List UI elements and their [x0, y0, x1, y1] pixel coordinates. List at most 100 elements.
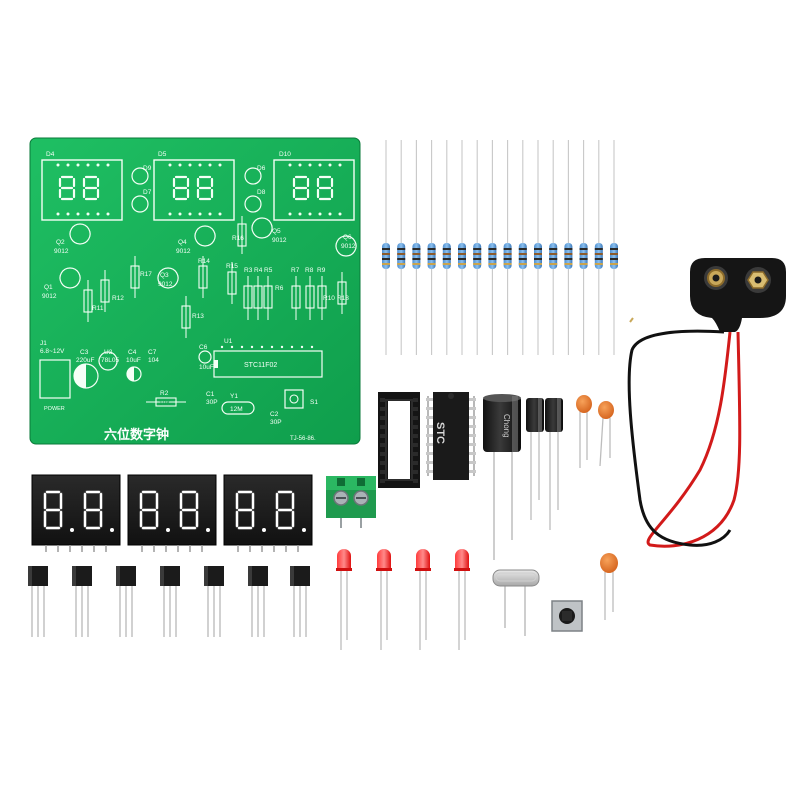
red-led	[454, 549, 470, 650]
silk-label: D5	[158, 151, 167, 158]
silk-label: R5	[264, 267, 273, 274]
board-code: TJ-56-86.	[290, 436, 316, 442]
silk-label: Q6	[343, 234, 352, 241]
silk-label: Q1	[44, 284, 53, 291]
seven-segment-display	[223, 474, 313, 552]
silk-label: S1	[310, 399, 318, 406]
transistor	[72, 566, 92, 637]
resistor	[442, 140, 451, 355]
seven-segment-display	[31, 474, 121, 552]
resistor-set	[382, 140, 618, 355]
silk-label: 30P	[270, 419, 282, 426]
board-title: 六位数字钟	[104, 427, 169, 443]
resistor	[473, 140, 482, 355]
silk-label: C3	[80, 349, 89, 356]
seven-segment-display	[127, 474, 217, 552]
silk-label: 78L05	[101, 357, 119, 364]
silk-label: 9012	[42, 293, 57, 300]
silk-label: R8	[305, 267, 314, 274]
silk-label: C4	[128, 349, 137, 356]
electrolytic-capacitor-small	[545, 398, 563, 530]
resistor	[518, 140, 527, 355]
silk-label: Q4	[178, 239, 187, 246]
power-label: POWER	[44, 406, 65, 412]
silk-label: R16	[232, 235, 244, 242]
silk-label: 9012	[341, 243, 356, 250]
silk-label: 220uF	[76, 357, 94, 364]
silk-label: 9012	[54, 248, 69, 255]
electrolytic-capacitor-small	[526, 398, 544, 520]
silk-label: D9	[143, 165, 152, 172]
silk-label: D10	[279, 151, 291, 158]
battery-clip	[627, 258, 786, 548]
mcu-chip: STC	[426, 392, 476, 480]
red-led	[336, 549, 352, 650]
electrolytic-capacitor-large: Chong	[483, 394, 521, 560]
terminal-block	[326, 476, 376, 528]
ceramic-capacitor	[576, 395, 592, 468]
silk-label: Q2	[56, 239, 65, 246]
crystal-oscillator	[492, 569, 540, 636]
silk-label: 9012	[176, 248, 191, 255]
resistor	[610, 140, 618, 355]
silk-label: R12	[112, 295, 124, 302]
chip-marking: STC	[434, 422, 446, 444]
silk-label: R10	[323, 295, 335, 302]
resistor	[412, 140, 421, 355]
silk-label: C1	[206, 391, 215, 398]
transistor	[160, 566, 180, 637]
silk-label: 9012	[158, 281, 173, 288]
silk-label: R13	[192, 313, 204, 320]
silk-label: 10K	[159, 400, 171, 407]
transistor	[248, 566, 268, 637]
silk-label: 12M	[230, 406, 243, 413]
resistor	[458, 140, 466, 355]
silk-label: U1	[224, 338, 233, 345]
silk-label: R11	[92, 305, 104, 312]
silk-label: R14	[198, 258, 210, 265]
tact-switch	[551, 600, 583, 632]
silk-label: D4	[46, 151, 55, 158]
resistor	[503, 140, 512, 355]
silk-label: R18	[337, 295, 349, 302]
silk-label: Y1	[230, 393, 238, 400]
red-led	[415, 549, 431, 650]
resistor	[488, 140, 497, 355]
silk-label: 30P	[206, 399, 218, 406]
silk-label: 9012	[272, 237, 287, 244]
silk-label: R3	[244, 267, 253, 274]
transistor	[290, 566, 310, 637]
resistor	[549, 140, 558, 355]
pcb-board: D4 D5 D10 D9 D7 D6 D8 Q2 9012 Q1 9012 Q3…	[29, 137, 361, 445]
mcu-label: STC11F02	[244, 362, 277, 369]
transistor	[116, 566, 136, 637]
silk-label: C7	[148, 349, 157, 356]
silk-label: D6	[257, 165, 266, 172]
silk-label: 104	[148, 357, 159, 364]
silk-label: Q5	[272, 228, 281, 235]
transistor	[204, 566, 224, 637]
ceramic-capacitor	[600, 553, 618, 620]
resistor	[594, 140, 603, 355]
silk-label: D8	[257, 189, 266, 196]
cap-brand: Chong	[502, 414, 511, 438]
resistor	[427, 140, 436, 355]
silk-label: C2	[270, 411, 279, 418]
silk-label: D7	[143, 189, 152, 196]
red-led	[376, 549, 392, 650]
silk-label: R15	[226, 263, 238, 270]
silk-label: Q3	[160, 272, 169, 279]
transistor	[28, 566, 48, 637]
resistor	[534, 140, 542, 355]
silk-label: C6	[199, 344, 208, 351]
silk-label: R7	[291, 267, 300, 274]
silk-label: R4	[254, 267, 263, 274]
ic-socket	[378, 392, 420, 488]
resistor	[397, 140, 406, 355]
ceramic-capacitor	[598, 401, 614, 467]
silk-label: 6.8~12V	[40, 348, 65, 355]
resistor	[564, 140, 573, 355]
silk-label: 10uF	[126, 357, 141, 364]
silk-label: R2	[160, 390, 169, 397]
